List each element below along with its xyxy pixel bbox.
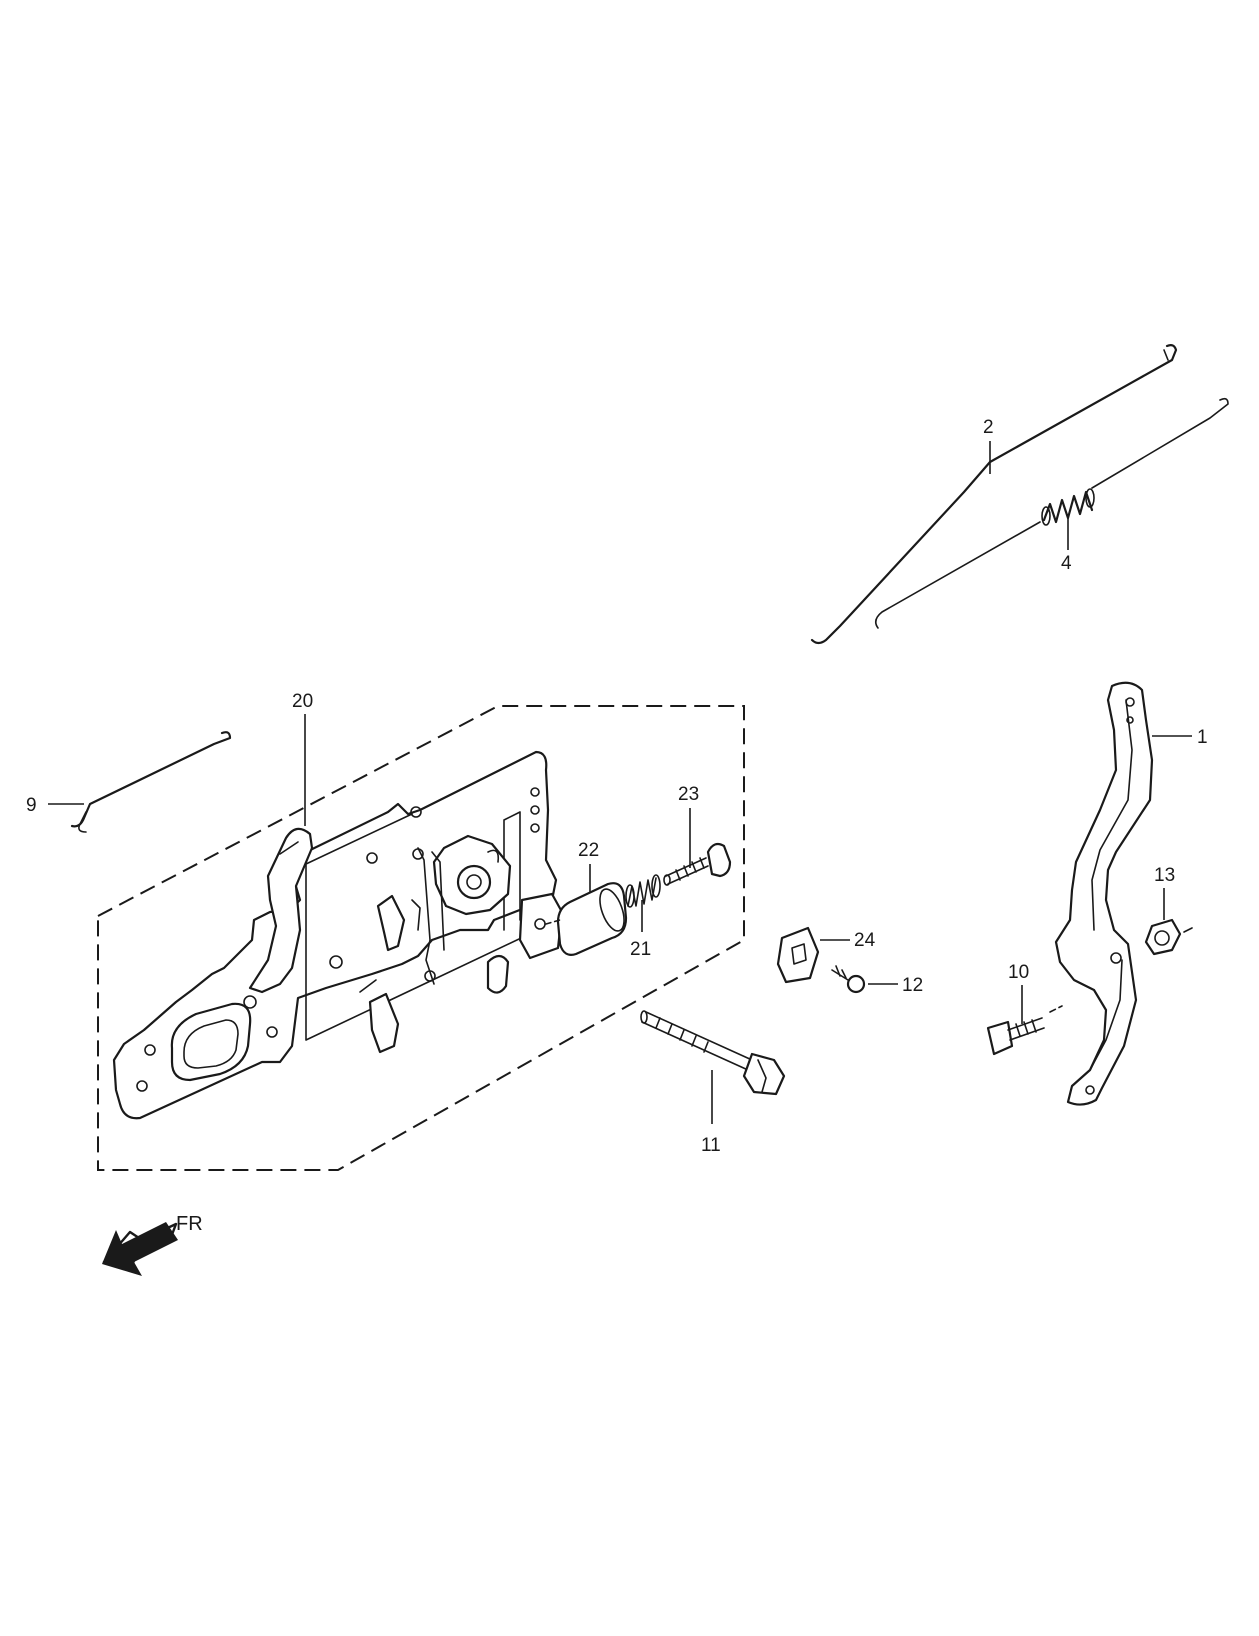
callout-22: 22	[578, 840, 599, 861]
spring-part-21	[625, 874, 661, 908]
callout-21: 21	[630, 939, 651, 960]
callout-11: 11	[701, 1135, 721, 1156]
bolt-part-10	[986, 1005, 1063, 1056]
callout-1: 1	[1197, 727, 1208, 748]
callout-23: 23	[678, 784, 699, 805]
callout-13: 13	[1154, 865, 1175, 886]
governor-rod-part-2	[810, 344, 1178, 645]
callout-12: 12	[902, 975, 923, 996]
front-direction-arrow	[102, 1222, 178, 1276]
collar-part-22	[545, 882, 628, 956]
callout-2: 2	[983, 417, 994, 438]
nut-part-13	[1144, 918, 1193, 956]
bolt-part-23	[663, 842, 732, 886]
link-rod-part-9	[70, 731, 232, 833]
front-direction-label: FR	[176, 1213, 203, 1235]
governor-arm-part-1	[1054, 681, 1154, 1106]
screw-part-12	[831, 965, 866, 994]
callout-24: 24	[854, 930, 876, 951]
control-base-assembly-part-20	[97, 705, 745, 1171]
callout-20: 20	[292, 691, 313, 712]
flange-bolt-part-11	[640, 1010, 786, 1096]
callout-9: 9	[26, 795, 37, 816]
callout-10: 10	[1008, 962, 1029, 983]
callout-4: 4	[1061, 553, 1072, 574]
clip-part-24	[776, 926, 820, 984]
governor-spring-part-4	[874, 397, 1229, 629]
